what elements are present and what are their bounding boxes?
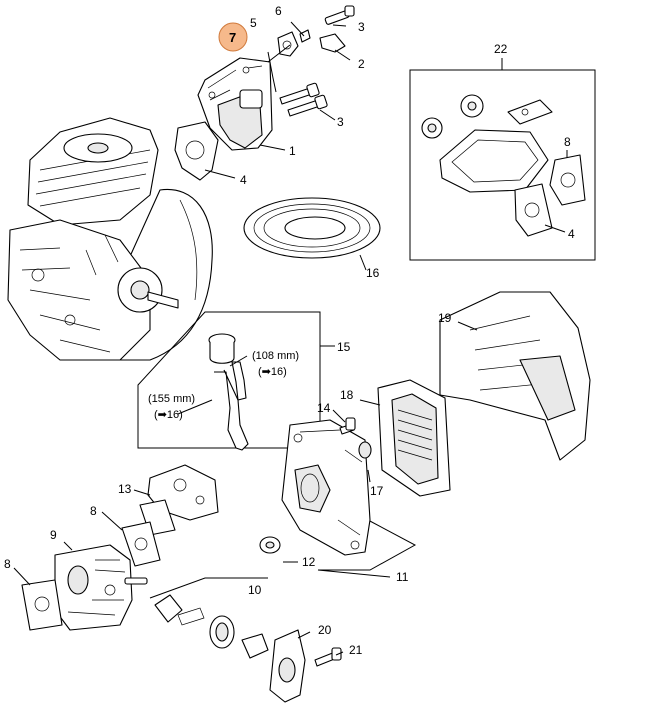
callout-4-left[interactable]: 4 (240, 173, 247, 187)
impulse-hose-box (137, 311, 321, 449)
leader-lines (13, 21, 568, 656)
callout-2[interactable]: 2 (358, 57, 365, 71)
hose-length-155: (155 mm) (148, 393, 195, 405)
grommet-12 (259, 536, 281, 554)
carburetor-housing (281, 419, 371, 556)
callout-3-top[interactable]: 3 (358, 20, 365, 34)
callout-1[interactable]: 1 (289, 144, 296, 158)
intake-parts-box (149, 577, 268, 599)
air-filter (377, 379, 451, 497)
callout-16[interactable]: 16 (366, 266, 380, 280)
impulse-hoses (208, 333, 249, 451)
callout-9[interactable]: 9 (50, 528, 57, 542)
callout-22[interactable]: 22 (494, 42, 508, 56)
callout-19[interactable]: 19 (438, 311, 452, 325)
callout-3-mid[interactable]: 3 (337, 115, 344, 129)
callout-4-right[interactable]: 4 (568, 227, 575, 241)
callout-8-middle[interactable]: 8 (90, 504, 97, 518)
muffler-gasket (174, 121, 219, 181)
callout-20[interactable]: 20 (318, 623, 332, 637)
hose-ref-108: (➡16) (258, 366, 287, 378)
callout-14[interactable]: 14 (317, 401, 331, 415)
carb-gasket-lower (21, 579, 63, 631)
callout-7[interactable]: 7 (229, 30, 236, 45)
carb-gasket-upper (121, 521, 161, 567)
callout-8-top[interactable]: 8 (564, 135, 571, 149)
callout-21[interactable]: 21 (349, 643, 363, 657)
hose-ref-155: (➡16) (154, 409, 183, 421)
baffle-plate (243, 197, 381, 259)
screw-14 (339, 417, 356, 435)
callout-15[interactable]: 15 (337, 340, 351, 354)
grommet-17 (358, 441, 372, 459)
throttle-linkage (139, 464, 219, 536)
callout-8-left[interactable]: 8 (4, 557, 11, 571)
spark-arrestor-parts (267, 5, 355, 93)
callout-11[interactable]: 11 (396, 570, 409, 584)
callout-18[interactable]: 18 (340, 388, 354, 402)
callout-5[interactable]: 5 (250, 16, 257, 30)
callout-12[interactable]: 12 (302, 555, 316, 569)
muffler-screws (279, 82, 328, 117)
intake-parts (154, 594, 269, 659)
callout-17[interactable]: 17 (370, 484, 384, 498)
screw-21 (314, 647, 342, 667)
callout-13[interactable]: 13 (118, 482, 132, 496)
carb-housing-box (318, 519, 417, 571)
callout-6[interactable]: 6 (275, 4, 282, 18)
gasket-set (421, 94, 586, 237)
engine-crankcase (7, 117, 213, 361)
muffler (197, 57, 273, 151)
carburetor (54, 544, 148, 631)
intake-elbow (269, 629, 306, 703)
shroud-cover (439, 291, 591, 461)
highlighted-callout-marker[interactable] (218, 22, 248, 52)
hose-length-108: (108 mm) (252, 350, 299, 362)
callout-10[interactable]: 10 (248, 583, 262, 597)
